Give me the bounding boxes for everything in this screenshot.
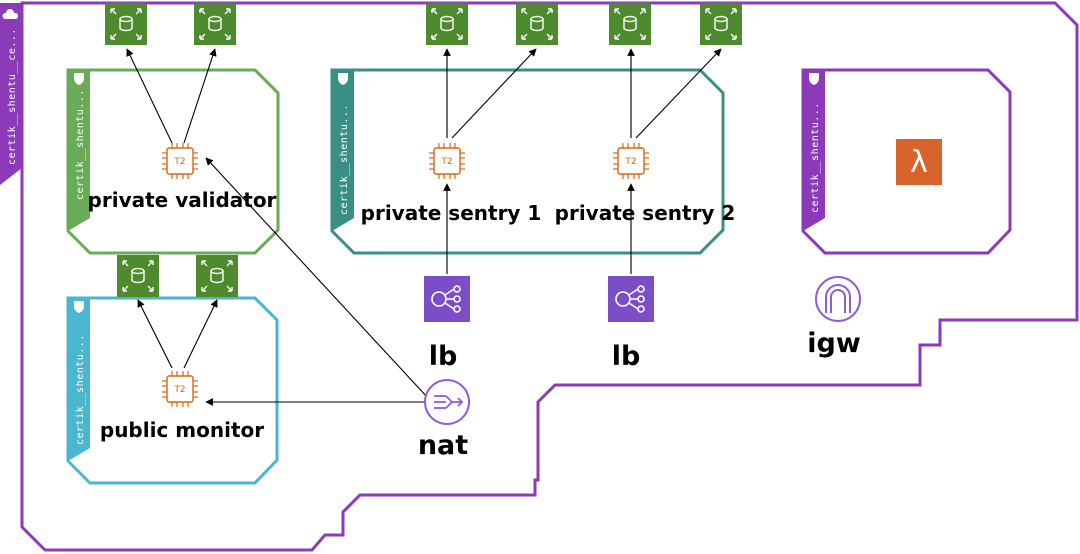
elastic-load-balancer-icon — [607, 275, 655, 323]
cloud-icon — [2, 9, 19, 19]
connections — [126, 48, 722, 406]
internet-gateway-icon — [815, 276, 861, 322]
arrow-sentry2-vol2 — [635, 48, 722, 139]
instance-chip-label: T2 — [624, 157, 636, 167]
subnet-sentry — [330, 68, 725, 255]
lambda-icon — [896, 139, 942, 185]
internet-gateway[interactable]: igw — [807, 276, 861, 359]
instance-validator-label: private validator — [88, 188, 277, 212]
arrow-validator-vol1 — [126, 48, 173, 144]
ebs-volume-icon — [195, 254, 239, 298]
instance-monitor-label: public monitor — [100, 418, 264, 442]
lb1-label: lb — [429, 341, 458, 372]
subnet-sentry-tab — [332, 70, 354, 231]
subnet-monitor-label: certik__shentu... — [75, 334, 86, 445]
instance-sentry1[interactable]: T2 private sentry 1 — [361, 142, 542, 225]
subnet-monitor-tab — [68, 298, 90, 461]
subnet-lambda-tab — [803, 70, 825, 231]
vpc-boundary — [20, 1, 1079, 552]
lb2-label: lb — [612, 341, 641, 372]
subnet-sentry-label: certik__shentu... — [339, 104, 350, 215]
arrow-sentry1-vol2 — [451, 48, 537, 139]
ebs-volume-icon — [515, 2, 559, 46]
subnet-lambda-label: certik__shentu... — [810, 102, 821, 213]
nat-gateway[interactable]: nat — [418, 379, 470, 461]
elastic-load-balancer-icon — [423, 275, 471, 323]
instance-monitor[interactable]: T2 public monitor — [100, 370, 264, 442]
ebs-volume-icon — [104, 2, 148, 46]
arrow-monitor-vol2 — [183, 299, 218, 369]
ebs-volume-icon — [193, 2, 237, 46]
lambda-function[interactable]: λ — [896, 139, 942, 185]
load-balancer-2[interactable]: lb — [607, 275, 655, 372]
instance-chip-label: T2 — [173, 157, 185, 167]
subnet-validator — [66, 68, 280, 255]
igw-label: igw — [807, 328, 861, 359]
arrow-validator-vol2 — [183, 48, 217, 144]
lambda-symbol: λ — [910, 145, 928, 180]
subnet-validator-label: certik__shentu... — [75, 89, 86, 200]
ebs-volume-icon — [116, 254, 160, 298]
ebs-volume-icon — [608, 2, 652, 46]
instance-chip-label: T2 — [173, 385, 185, 395]
subnet-monitor — [66, 296, 279, 485]
subnet-validator-tab — [68, 70, 90, 231]
ebs-volume-icon — [425, 2, 469, 46]
instance-chip-label: T2 — [440, 157, 452, 167]
ebs-volume-icon — [699, 2, 743, 46]
instance-sentry1-label: private sentry 1 — [361, 201, 542, 225]
vpc-tab — [0, 3, 22, 185]
nat-label: nat — [418, 430, 468, 461]
arrow-monitor-vol1 — [137, 299, 173, 369]
arrow-nat-validator — [205, 157, 429, 399]
instance-validator[interactable]: T2 private validator — [88, 142, 277, 212]
subnet-lambda — [801, 68, 1012, 255]
nat-gateway-icon — [424, 379, 470, 425]
instance-sentry2-label: private sentry 2 — [555, 201, 736, 225]
instance-sentry2[interactable]: T2 private sentry 2 — [555, 142, 736, 225]
load-balancer-1[interactable]: lb — [423, 275, 471, 372]
vpc-label: certik__shentu__ce... — [7, 28, 18, 165]
